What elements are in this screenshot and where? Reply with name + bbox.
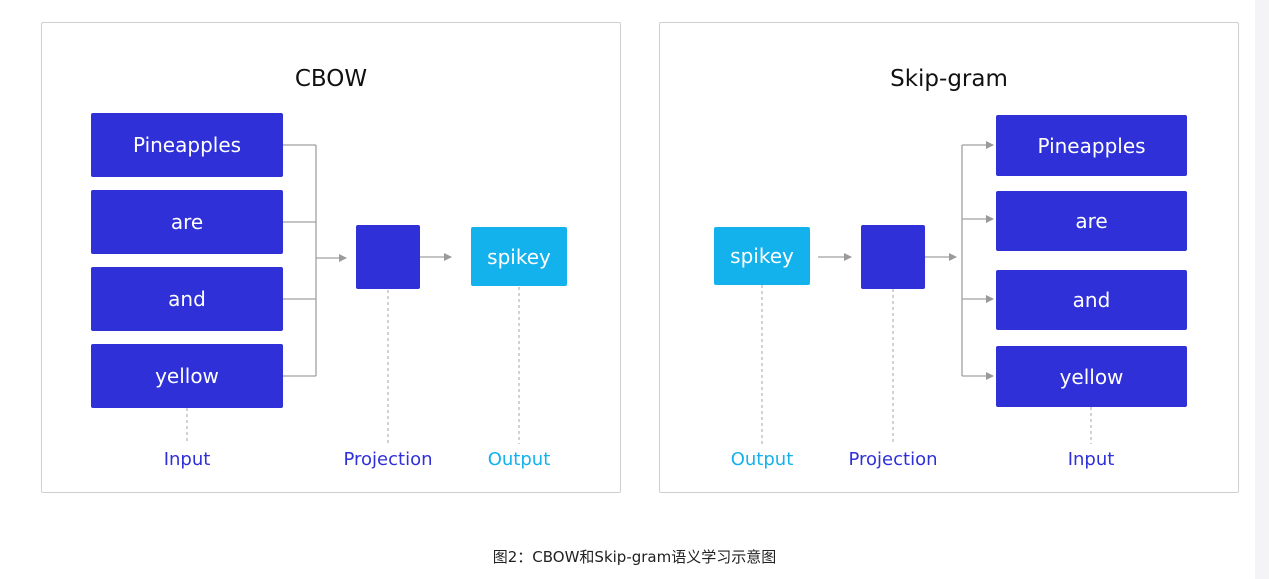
skipgram-projection-box bbox=[861, 225, 925, 289]
skipgram-output-word-box: Pineapples bbox=[996, 115, 1187, 176]
skipgram-input-box: spikey bbox=[714, 227, 810, 285]
skipgram-projection-label: Projection bbox=[848, 449, 938, 470]
figure-caption: 图2：CBOW和Skip-gram语义学习示意图 bbox=[492, 548, 777, 566]
skipgram-title: Skip-gram bbox=[890, 66, 1008, 92]
skipgram-input-label: Input bbox=[1067, 449, 1115, 470]
cbow-output-label: Output bbox=[487, 449, 551, 470]
cbow-input-word-box: Pineapples bbox=[91, 113, 283, 177]
skipgram-output-word-box: are bbox=[996, 191, 1187, 251]
cbow-projection-label: Projection bbox=[343, 449, 433, 470]
skipgram-output-word-box: and bbox=[996, 270, 1187, 330]
cbow-output-box: spikey bbox=[471, 227, 567, 286]
skipgram-output-word-box: yellow bbox=[996, 346, 1187, 407]
cbow-input-label: Input bbox=[163, 449, 211, 470]
skipgram-output-label: Output bbox=[730, 449, 794, 470]
cbow-input-word-box: are bbox=[91, 190, 283, 254]
cbow-title: CBOW bbox=[294, 66, 368, 92]
cbow-bracket bbox=[283, 144, 317, 377]
cbow-input-word-box: yellow bbox=[91, 344, 283, 408]
cbow-projection-box bbox=[356, 225, 420, 289]
cbow-input-word-box: and bbox=[91, 267, 283, 331]
skipgram-bracket bbox=[961, 141, 994, 380]
scrollbar[interactable] bbox=[1255, 0, 1269, 579]
